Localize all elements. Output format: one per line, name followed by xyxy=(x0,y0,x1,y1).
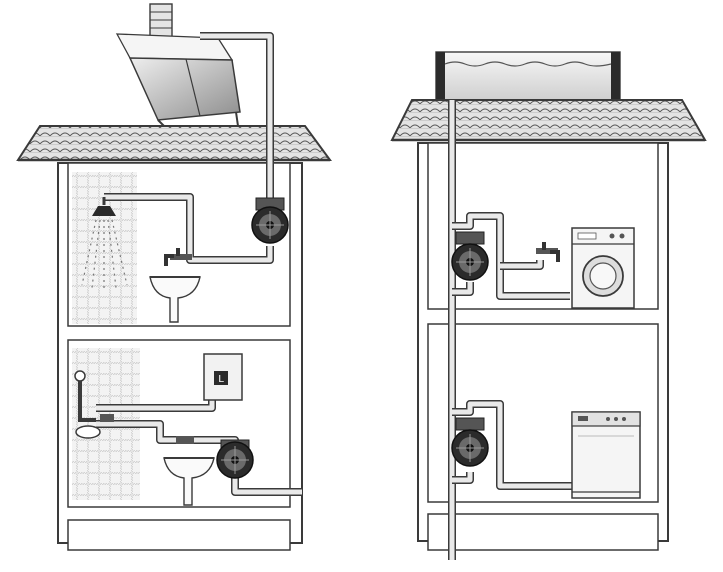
washbasin-icon xyxy=(163,436,215,506)
washbasin-icon xyxy=(149,276,201,323)
booster-pump-icon xyxy=(451,231,489,281)
right-lower-pipes xyxy=(452,400,575,490)
washing-machine-icon xyxy=(571,227,635,309)
right-house xyxy=(390,51,707,560)
booster-pump-icon xyxy=(251,197,289,244)
left-base-room xyxy=(67,519,291,551)
heater-display-label: L xyxy=(218,374,224,385)
roof-tiles-icon xyxy=(390,99,707,142)
dishwasher-icon xyxy=(571,411,641,499)
faucet-icon xyxy=(164,248,192,266)
right-base-room xyxy=(427,513,659,551)
solar-collector-icon xyxy=(115,33,241,127)
shower-head-icon xyxy=(81,197,128,290)
water-tank-icon xyxy=(435,51,621,101)
left-house: L xyxy=(16,3,332,551)
water-heater-icon: L xyxy=(203,353,243,401)
roof-tiles-icon xyxy=(16,125,332,162)
faucet-icon xyxy=(536,242,560,262)
mixer-tap-icon xyxy=(74,370,114,439)
booster-pump-icon xyxy=(216,439,254,479)
right-upper-pipes xyxy=(452,212,570,300)
booster-pump-icon xyxy=(451,417,489,467)
